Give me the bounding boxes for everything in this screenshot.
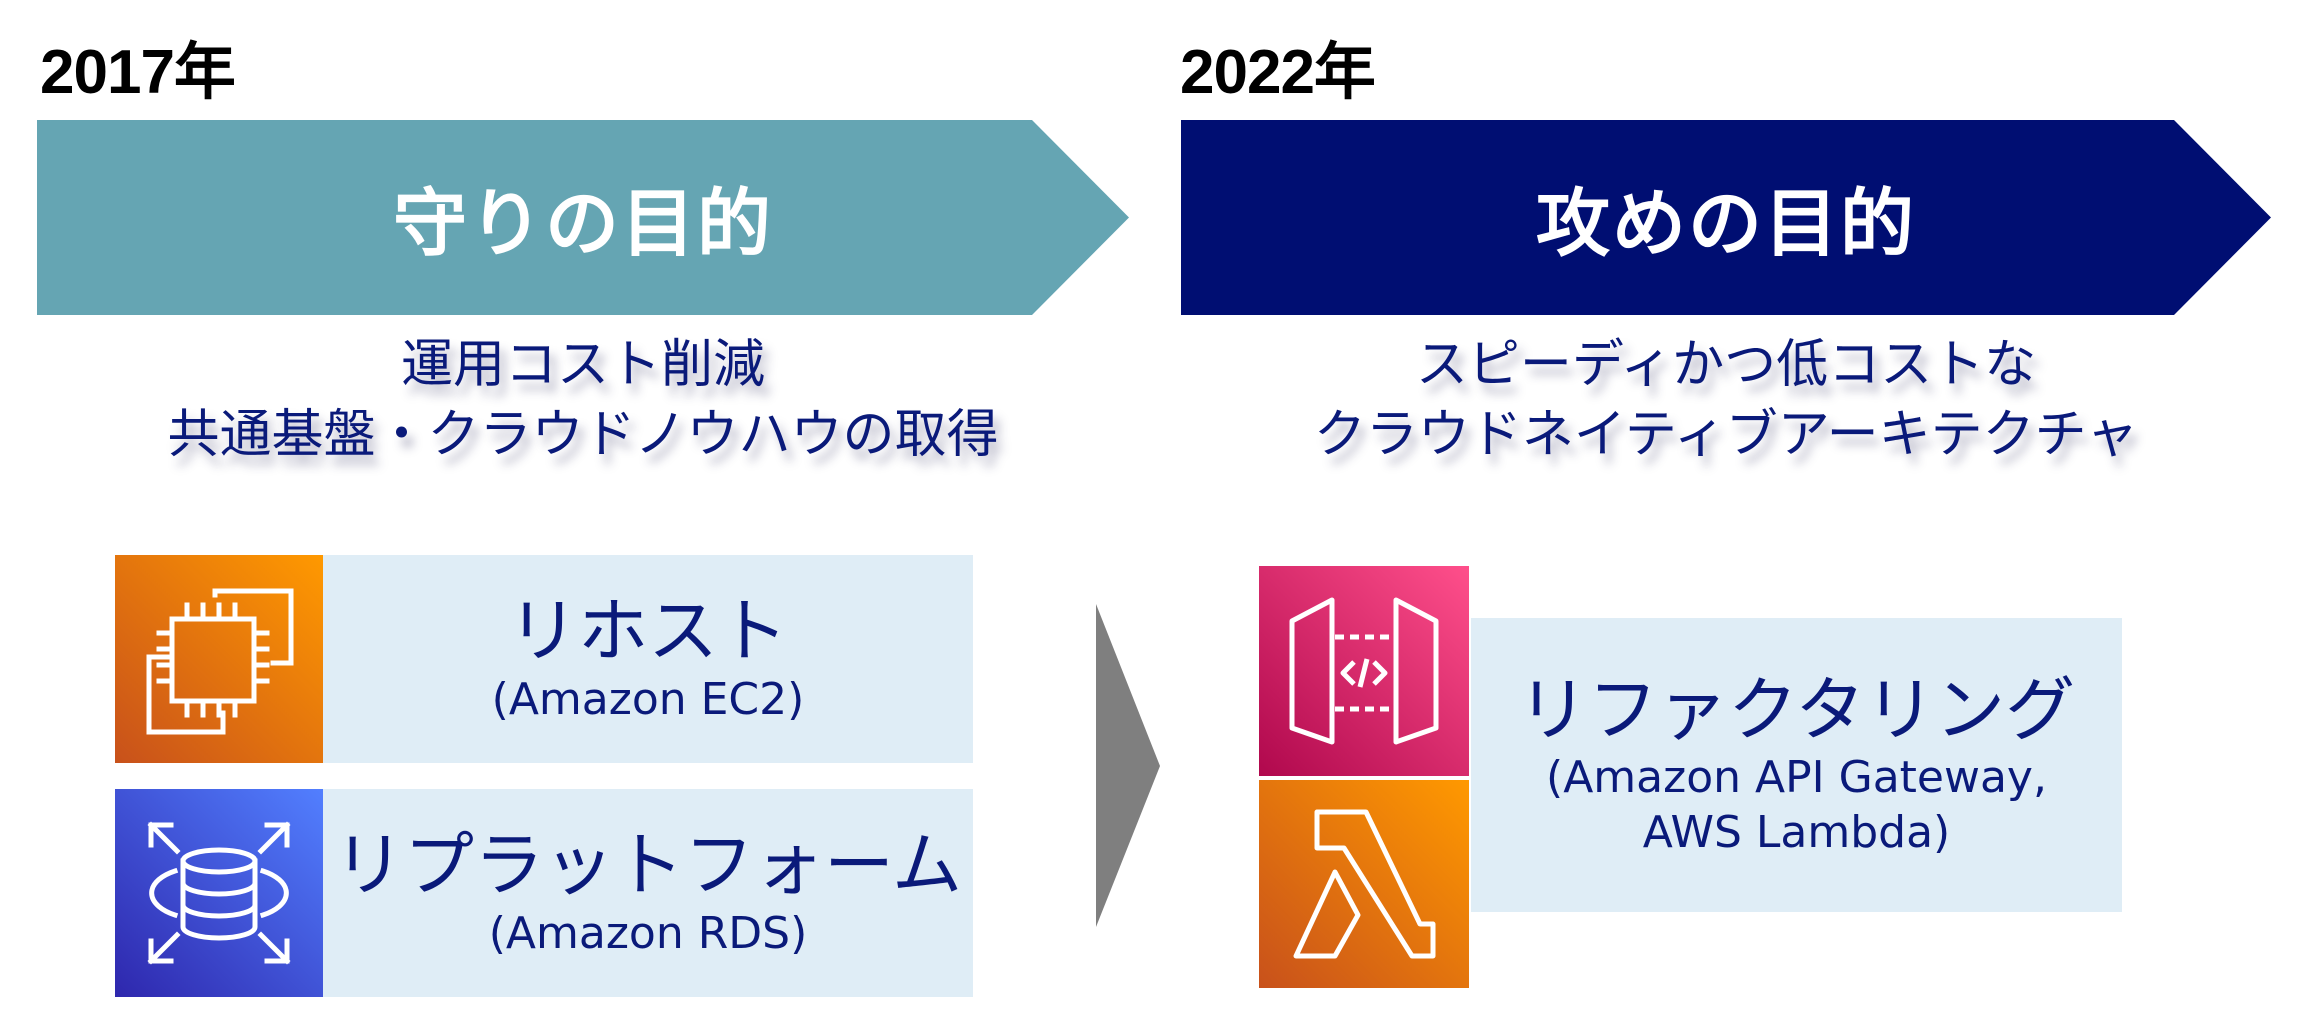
strategy-service: AWS Lambda) (1642, 807, 1951, 859)
banner-arrow-shape (1181, 120, 2271, 315)
lambda-icon (1259, 780, 1469, 988)
goal-line: 共通基盤・クラウドノウハウの取得 (167, 405, 999, 465)
defense-goals: 運用コスト削減 共通基盤・クラウドノウハウの取得 (37, 330, 1129, 470)
banner-arrow-shape (37, 120, 1129, 315)
api-gateway-icon (1259, 566, 1469, 776)
goal-line: クラウドネイティブアーキテクチャ (1313, 405, 2139, 465)
defense-purpose-banner: 守りの目的 (37, 120, 1129, 315)
refactoring-card: リファクタリング (Amazon API Gateway, AWS Lambda… (1471, 618, 2122, 912)
rds-icon (115, 789, 323, 997)
strategy-title: リホスト (508, 590, 788, 673)
ec2-icon (115, 555, 323, 763)
year-2022-label: 2022年 (1180, 38, 1376, 107)
banner-title: 守りの目的 (393, 181, 773, 267)
strategy-title: リファクタリング (1517, 668, 2076, 751)
offense-goals: スピーディかつ低コストな クラウドネイティブアーキテクチャ (1181, 330, 2271, 470)
replatform-card: リプラットフォーム (Amazon RDS) (323, 789, 973, 997)
goal-line: スピーディかつ低コストな (1415, 335, 2037, 395)
strategy-service: (Amazon API Gateway, (1546, 752, 2047, 804)
strategy-service: (Amazon RDS) (488, 907, 808, 959)
rehost-card: リホスト (Amazon EC2) (323, 555, 973, 763)
offense-purpose-banner: 攻めの目的 (1181, 120, 2271, 315)
goal-line: 運用コスト削減 (400, 335, 765, 395)
strategy-title: リプラットフォーム (334, 824, 962, 907)
banner-title: 攻めの目的 (1536, 181, 1916, 267)
year-2017-label: 2017年 (40, 38, 236, 107)
strategy-service: (Amazon EC2) (491, 673, 805, 725)
chevron-right-icon (1096, 604, 1160, 927)
